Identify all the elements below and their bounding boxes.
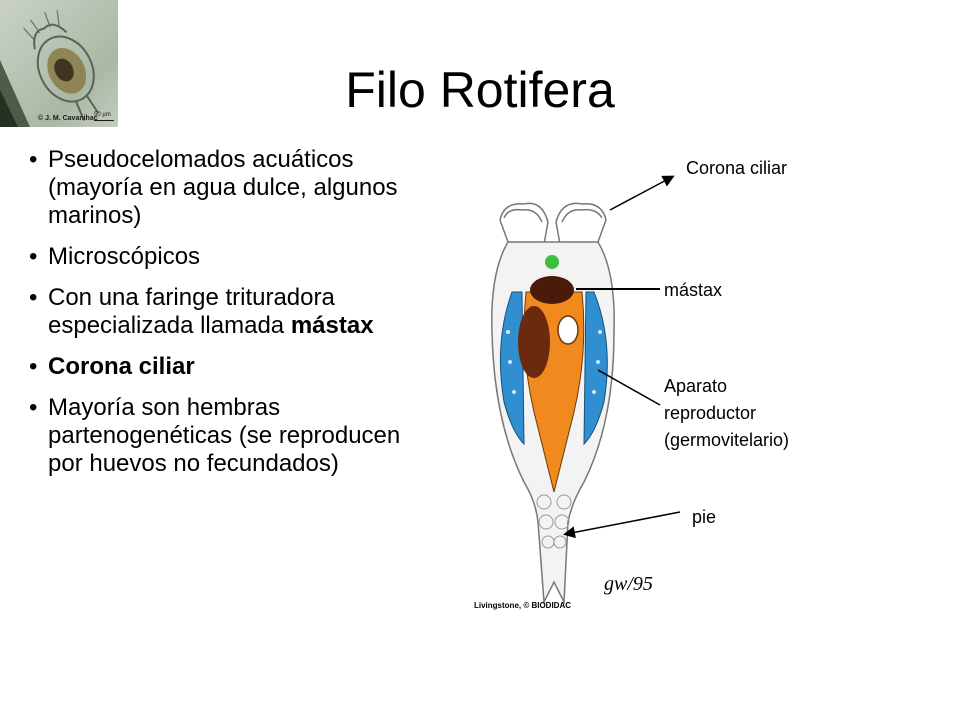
slide-title: Filo Rotifera <box>345 62 615 118</box>
bullet-dot: • <box>29 284 38 311</box>
bullet-bold-term: mástax <box>290 312 374 339</box>
bullet-item: • Mayoría son hembras partenogenéticas (s… <box>29 394 404 478</box>
stomach-shape <box>518 306 550 378</box>
bullet-dot: • <box>29 394 38 421</box>
bullet-dot: • <box>29 353 38 380</box>
bullet-text: Pseudocelomados acuáticos (mayoría en ag… <box>48 146 404 230</box>
cerebral-ganglion-shape <box>545 255 559 269</box>
bullet-item: • Con una faringe trituradora especializa… <box>29 284 404 340</box>
label-corona-ciliar: Corona ciliar <box>686 158 788 178</box>
bullet-text-run: Pseudocelomados acuáticos (mayoría en ag… <box>48 146 398 229</box>
bullet-dot: • <box>29 243 38 270</box>
diagram-credit: Livingstone, © BIODIDAC <box>474 601 571 610</box>
bullet-item: • Corona ciliar <box>29 353 404 381</box>
label-aparato-line1: Aparato <box>664 376 728 396</box>
rotifer-micrograph: © J. M. Cavanihac 50 µm <box>0 0 118 127</box>
egg-shape <box>557 315 579 345</box>
bullet-item: • Microscópicos <box>29 243 404 271</box>
bullet-list: • Pseudocelomados acuáticos (mayoría en a… <box>29 146 404 491</box>
micrograph-scale-bar: 50 µm <box>94 112 114 121</box>
bullet-bold-term: Corona ciliar <box>48 353 195 380</box>
label-mastax: mástax <box>664 280 723 300</box>
label-aparato-line2: reproductor <box>664 403 757 423</box>
bullet-text-run: Microscópicos <box>48 243 201 270</box>
bullet-text-run: Mayoría son hembras partenogenéticas (se… <box>48 394 401 477</box>
label-aparato-line3: (germovitelario) <box>664 430 790 450</box>
rotifer-diagram: gw/95 Livingstone, © BIODIDAC <box>464 182 664 620</box>
corona-ciliar-shape <box>499 202 607 245</box>
micrograph-credit: © J. M. Cavanihac <box>38 115 98 122</box>
bullet-text: Mayoría son hembras partenogenéticas (se… <box>48 394 404 478</box>
bullet-text: Corona ciliar <box>48 353 404 381</box>
micrograph-drawing <box>0 10 100 127</box>
bullet-dot: • <box>29 146 38 173</box>
bullet-text: Microscópicos <box>48 243 404 271</box>
diagram-signature: gw/95 <box>604 573 653 595</box>
bullet-text-run: Con una faringe trituradora especializad… <box>48 284 335 339</box>
mastax-shape <box>530 276 574 304</box>
bullet-item: • Pseudocelomados acuáticos (mayoría en a… <box>29 146 404 230</box>
label-pie: pie <box>692 507 717 527</box>
bullet-text: Con una faringe trituradora especializad… <box>48 284 404 340</box>
